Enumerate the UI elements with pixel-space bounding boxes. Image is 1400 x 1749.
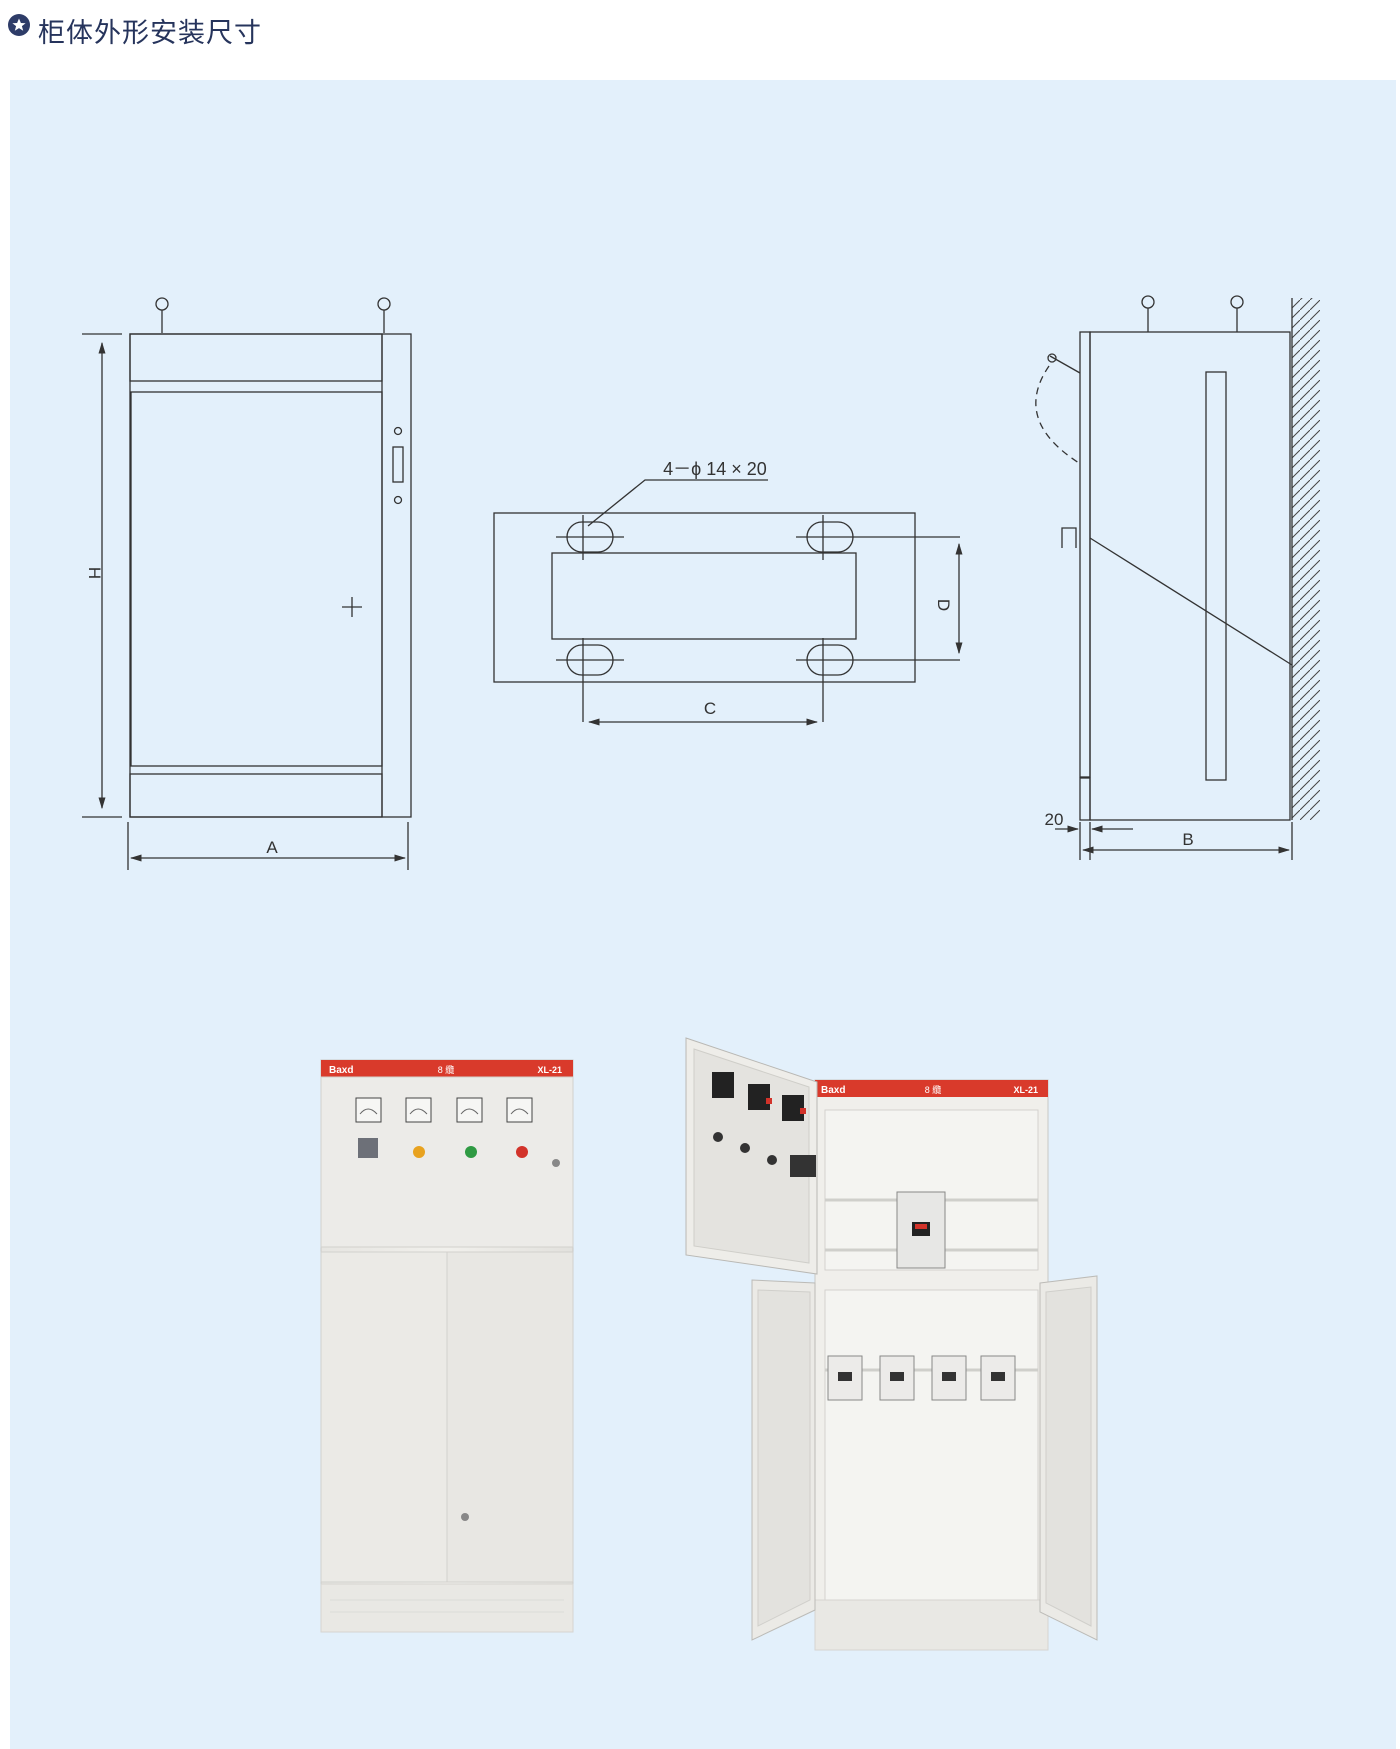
meter-icon <box>782 1095 806 1121</box>
section-title: 柜体外形安装尺寸 <box>38 18 262 49</box>
dimension-label-d: D <box>934 599 953 611</box>
dimension-label-h: H <box>85 567 104 579</box>
mounting-slot <box>556 638 624 722</box>
branch-breaker-icon <box>879 1355 915 1401</box>
front-top-panel <box>129 333 383 382</box>
cabinet-photo-closed <box>320 1059 574 1633</box>
meter-icon <box>712 1072 734 1098</box>
meter-icon <box>748 1084 772 1110</box>
star-circle-icon <box>8 14 30 36</box>
indicator-lamp-green <box>465 1146 477 1158</box>
base-inner-frame <box>551 552 857 640</box>
lamp-rear-icon <box>713 1132 723 1142</box>
drawing-panel <box>10 80 1396 1749</box>
selector-switch-icon <box>358 1138 378 1158</box>
door-handle <box>392 446 404 483</box>
meter-icon <box>405 1097 432 1123</box>
brand-label: Baxd <box>329 1065 353 1076</box>
side-latch <box>1061 527 1077 548</box>
mounting-slot <box>796 515 960 560</box>
side-door-edge <box>1079 331 1091 778</box>
brand-band <box>321 1060 573 1077</box>
dimension-label-20: 20 <box>1045 810 1064 829</box>
lock-icon <box>461 1513 469 1521</box>
lock-icon <box>552 1159 560 1167</box>
lifting-eye-left <box>155 297 169 333</box>
mounting-slot <box>796 638 960 722</box>
front-door <box>130 391 383 767</box>
model-label: XL-21 <box>537 1065 562 1075</box>
hole-spec-label: 4－ϕ 14 × 20 <box>663 459 767 479</box>
meter-icon <box>456 1097 483 1123</box>
branch-breaker-icon <box>827 1355 863 1401</box>
brand-band <box>815 1080 1048 1097</box>
door-swing-arc <box>1035 365 1080 464</box>
side-brace <box>1089 537 1293 666</box>
mark-label: 8 纜 <box>925 1084 942 1095</box>
lamp-rear-icon <box>740 1143 750 1153</box>
mark-label: 8 纜 <box>438 1064 455 1075</box>
branch-breaker-icon <box>980 1355 1016 1401</box>
base-outline <box>493 512 916 683</box>
terminal-block-icon <box>790 1155 816 1177</box>
side-outline <box>1089 331 1291 821</box>
branch-breaker-icon <box>931 1355 967 1401</box>
lifting-eye-right <box>377 297 391 333</box>
mounting-slot <box>556 515 624 560</box>
section-header: 柜体外形安装尺寸 <box>0 0 1400 60</box>
front-base-panel <box>129 773 383 818</box>
meter-icon <box>355 1097 382 1123</box>
side-inner-rail <box>1205 371 1227 781</box>
meter-icon <box>506 1097 533 1123</box>
side-view-drawing <box>1035 295 1320 860</box>
dimension-label-b: B <box>1182 830 1193 849</box>
wall-hatch <box>1292 298 1320 820</box>
hole-spec-leader <box>587 479 768 527</box>
brand-label: Baxd <box>821 1085 845 1096</box>
lamp-rear-icon <box>767 1155 777 1165</box>
indicator-lamp-red <box>516 1146 528 1158</box>
cabinet-photo-open <box>685 1037 1098 1651</box>
front-view-drawing <box>82 297 412 870</box>
base-view-drawing <box>493 479 963 726</box>
model-label: XL-21 <box>1013 1085 1038 1095</box>
indicator-lamp-yellow <box>413 1146 425 1158</box>
front-outline <box>129 333 412 818</box>
dimension-label-a: A <box>266 838 278 857</box>
dimension-label-c: C <box>704 699 716 718</box>
